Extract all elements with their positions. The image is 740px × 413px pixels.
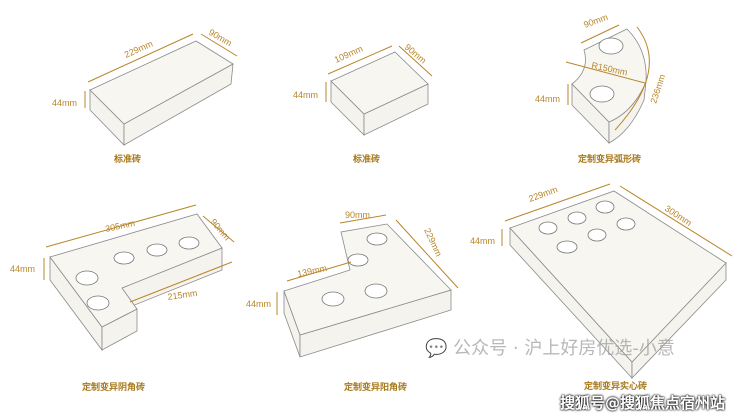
wechat-icon: 💬 xyxy=(425,338,448,359)
caption: 定制变异弧形砖 xyxy=(577,153,641,165)
height-label: 44mm xyxy=(293,90,318,100)
wechat-watermark-text: 公众号 · 沪上好房优选-小意 xyxy=(453,338,675,359)
width-label: 90mm xyxy=(207,27,234,48)
wechat-watermark: 💬 公众号 · 沪上好房优选-小意 xyxy=(425,338,675,360)
inner-corner-brick: 305mm 90mm 215mm 44mm 定制变异阴角砖 xyxy=(10,204,235,393)
height-label: 44mm xyxy=(246,299,271,309)
caption: 标准砖 xyxy=(352,153,380,165)
width-label: 90mm xyxy=(582,12,609,30)
height-label: 44mm xyxy=(10,264,35,274)
standard-brick-229: 229mm 90mm 44mm 标准砖 xyxy=(52,27,238,165)
inner-length-label: 139mm xyxy=(296,263,327,279)
width-label: 90mm xyxy=(403,42,429,66)
arc-brick: 90mm R150mm 236mm 44mm 定制变异弧形砖 xyxy=(535,12,667,165)
height-label: 44mm xyxy=(52,98,77,108)
height-label: 44mm xyxy=(535,94,560,104)
width-label: 90mm xyxy=(345,210,370,220)
length-label: 109mm xyxy=(333,43,364,64)
outer-corner-brick: 90mm 229mm 139mm 44mm 定制变异阳角砖 xyxy=(246,210,459,393)
caption: 定制变异实心砖 xyxy=(583,380,647,392)
length-label: 229mm xyxy=(527,184,559,204)
caption: 标准砖 xyxy=(113,153,141,165)
caption: 定制变异阴角砖 xyxy=(81,381,145,393)
caption: 定制变异阳角砖 xyxy=(343,381,407,393)
inner-length-label: 215mm xyxy=(167,288,198,302)
sohu-watermark: 搜狐号@搜狐焦点宿州站 xyxy=(560,394,726,412)
height-label: 44mm xyxy=(470,236,495,246)
length-label: 229mm xyxy=(422,227,444,258)
arc-label: 236mm xyxy=(648,73,667,105)
standard-brick-109: 109mm 90mm 44mm 标准砖 xyxy=(293,42,433,165)
length-label: 229mm xyxy=(123,38,154,59)
length-label: 305mm xyxy=(104,218,135,234)
solid-brick: 229mm 300mm 44mm 定制变异实心砖 xyxy=(470,183,733,392)
